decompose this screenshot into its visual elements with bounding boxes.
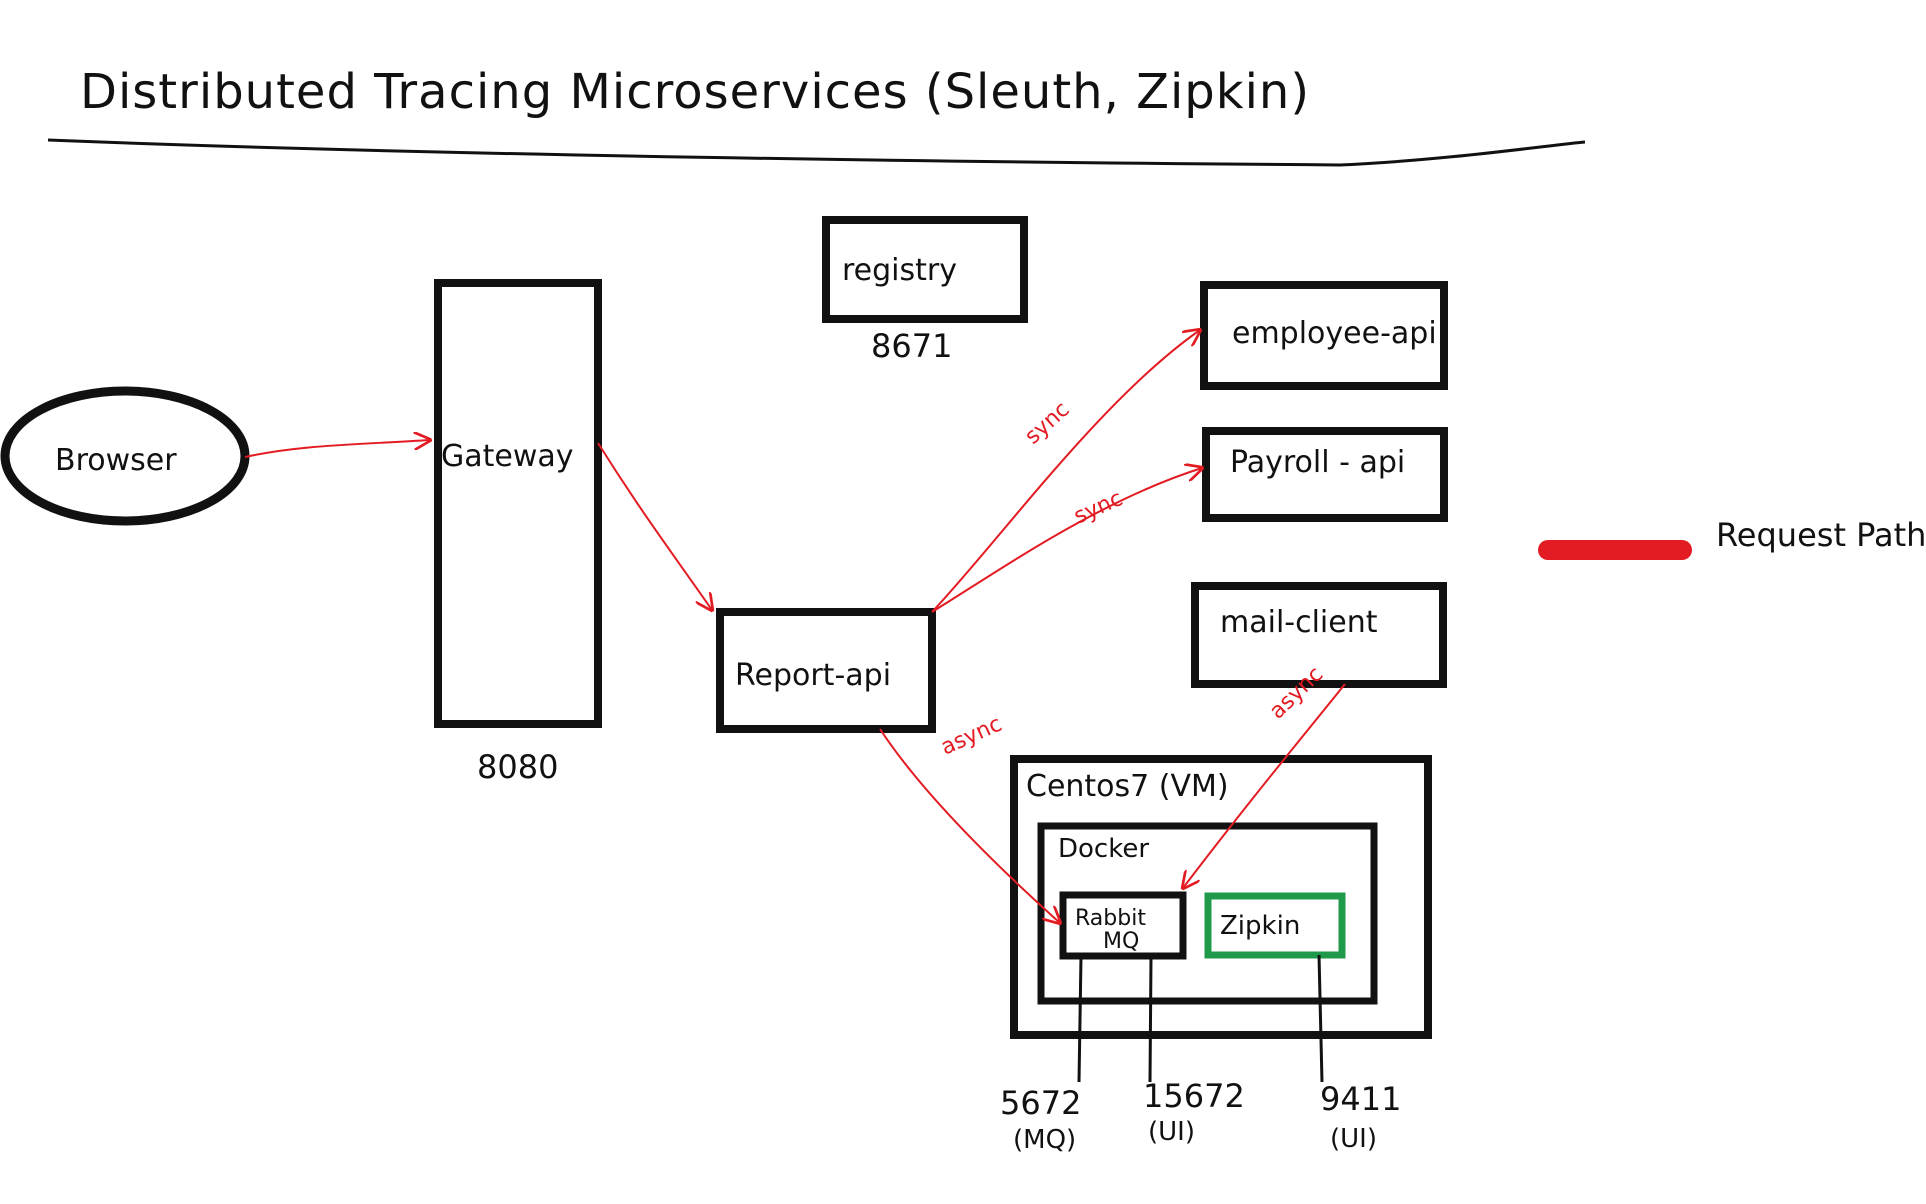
report-api-label: Report-api — [735, 658, 891, 693]
zipkin-port-line — [1317, 954, 1324, 1083]
browser-to-gateway-arrow — [244, 440, 430, 458]
report-to-rabbit-arrow — [879, 728, 1060, 923]
mail-client-label: mail-client — [1220, 605, 1378, 640]
gateway-to-report-arrow — [597, 442, 712, 610]
mq-ui-port-label: 15672 — [1143, 1077, 1245, 1115]
docker-label: Docker — [1058, 834, 1149, 864]
gateway-node — [434, 279, 602, 728]
centos-vm-container — [1010, 755, 1432, 1039]
mq-port-note: (MQ) — [1013, 1125, 1076, 1155]
async-label-mail: async — [1265, 662, 1328, 724]
employee-api-label: employee-api — [1232, 316, 1437, 351]
mq-ui-port-note: (UI) — [1148, 1117, 1195, 1147]
title-underline — [47, 138, 1586, 167]
zipkin-node — [1204, 892, 1346, 959]
gateway-label: Gateway — [441, 439, 574, 474]
mq-ui-port-line — [1148, 955, 1153, 1083]
mail-to-rabbit-arrow — [1183, 683, 1346, 888]
registry-node — [822, 216, 1028, 323]
rabbitmq-label-line1: Rabbit — [1075, 906, 1146, 931]
employee-api-node — [1200, 281, 1448, 390]
sync-label-employee: sync — [1020, 397, 1074, 449]
docker-container — [1037, 822, 1378, 1005]
rabbitmq-label-line2: MQ — [1103, 929, 1139, 954]
report-to-employee-arrow — [931, 330, 1200, 613]
report-to-payroll-arrow — [931, 468, 1202, 613]
zipkin-port-label: 9411 — [1320, 1080, 1401, 1118]
legend-request-path-label: Request Path — [1716, 516, 1926, 554]
zipkin-port-note: (UI) — [1330, 1124, 1377, 1154]
browser-label: Browser — [55, 443, 177, 478]
gateway-port: 8080 — [477, 748, 558, 786]
report-api-node — [716, 608, 936, 733]
centos-vm-label: Centos7 (VM) — [1026, 769, 1229, 804]
mq-port-line — [1077, 955, 1083, 1083]
mail-client-node — [1191, 582, 1447, 688]
payroll-api-label: Payroll - api — [1230, 445, 1405, 480]
zipkin-label: Zipkin — [1220, 911, 1300, 941]
mq-port-label: 5672 — [1000, 1084, 1081, 1122]
async-label-rabbit: async — [937, 712, 1006, 761]
sync-label-payroll: sync — [1070, 486, 1126, 529]
registry-label: registry — [842, 253, 957, 288]
diagram-title: Distributed Tracing Microservices (Sleut… — [80, 64, 1310, 120]
registry-port: 8671 — [871, 327, 952, 365]
